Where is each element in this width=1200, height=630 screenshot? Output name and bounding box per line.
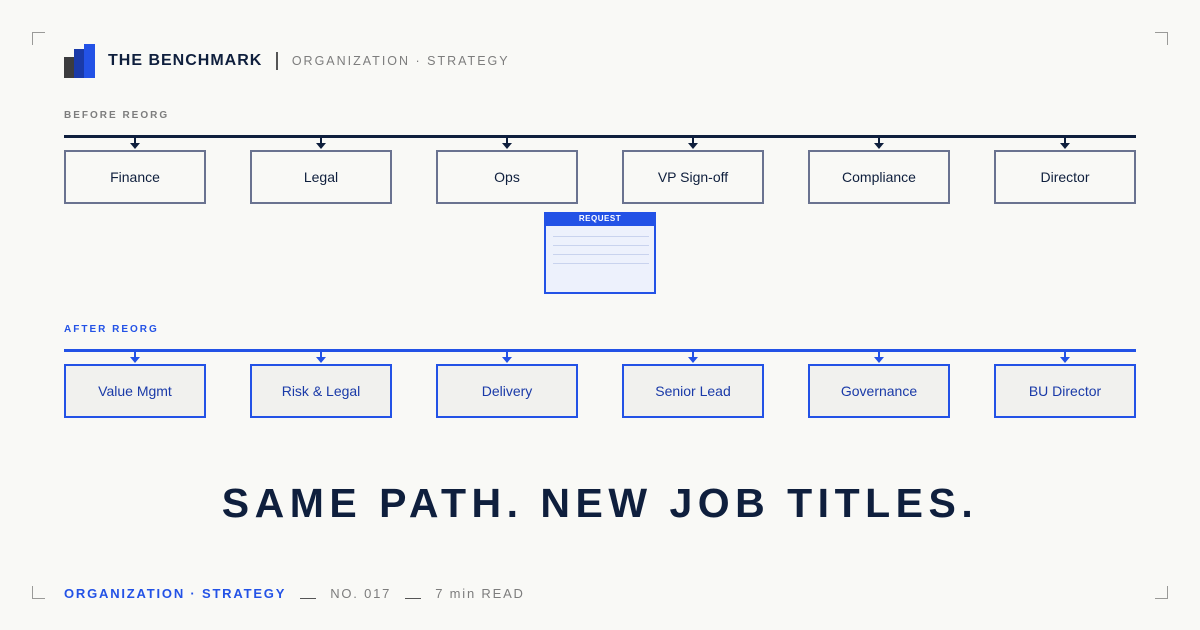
before-connector-bus	[64, 135, 1136, 138]
after-arrow-icon	[316, 352, 326, 363]
request-label: REQUEST	[544, 212, 656, 226]
before-arrow-icon	[130, 138, 140, 149]
before-node-compliance: Compliance	[808, 150, 950, 204]
before-node-vp-sign-off: VP Sign-off	[622, 150, 764, 204]
header: THE BENCHMARK ORGANIZATION · STRATEGY	[64, 44, 510, 78]
after-node-value-mgmt: Value Mgmt	[64, 364, 206, 418]
before-reorg-label: BEFORE REORG	[64, 110, 170, 121]
after-node-bu-director: BU Director	[994, 364, 1136, 418]
footer: ORGANIZATION · STRATEGY NO. 017 7 min RE…	[64, 586, 525, 601]
before-node-legal: Legal	[250, 150, 392, 204]
before-arrow-icon	[1060, 138, 1070, 149]
before-arrow-icon	[688, 138, 698, 149]
after-connector-bus	[64, 349, 1136, 352]
headline: SAME PATH. NEW JOB TITLES.	[221, 480, 979, 526]
before-node-director: Director	[994, 150, 1136, 204]
before-node-ops: Ops	[436, 150, 578, 204]
footer-separator	[300, 597, 317, 599]
header-kicker: ORGANIZATION · STRATEGY	[291, 54, 510, 68]
after-arrow-icon	[130, 352, 140, 363]
request-text-line	[553, 254, 649, 255]
brand-name: THE BENCHMARK	[108, 52, 263, 69]
before-arrow-icon	[316, 138, 326, 149]
request-text-line	[553, 263, 649, 264]
footer-read-time: 7 min READ	[435, 586, 525, 601]
corner-mark-top-right	[1155, 32, 1168, 45]
footer-topic: ORGANIZATION · STRATEGY	[64, 586, 287, 601]
corner-mark-top-left	[32, 32, 45, 45]
bar-chart-logo-icon	[64, 44, 96, 78]
after-node-senior-lead: Senior Lead	[622, 364, 764, 418]
footer-separator	[405, 597, 422, 599]
before-arrow-icon	[874, 138, 884, 149]
before-node-finance: Finance	[64, 150, 206, 204]
corner-mark-bottom-left	[32, 586, 45, 599]
after-arrow-icon	[874, 352, 884, 363]
footer-issue-number: NO. 017	[330, 586, 392, 601]
after-node-delivery: Delivery	[436, 364, 578, 418]
request-text-line	[553, 236, 649, 237]
request-document-icon: REQUEST	[544, 212, 656, 294]
before-arrow-icon	[502, 138, 512, 149]
header-divider	[276, 52, 278, 70]
after-node-governance: Governance	[808, 364, 950, 418]
after-reorg-label: AFTER REORG	[64, 324, 159, 335]
after-arrow-icon	[688, 352, 698, 363]
after-node-risk-legal: Risk & Legal	[250, 364, 392, 418]
corner-mark-bottom-right	[1155, 586, 1168, 599]
after-arrow-icon	[1060, 352, 1070, 363]
after-arrow-icon	[502, 352, 512, 363]
request-text-line	[553, 245, 649, 246]
